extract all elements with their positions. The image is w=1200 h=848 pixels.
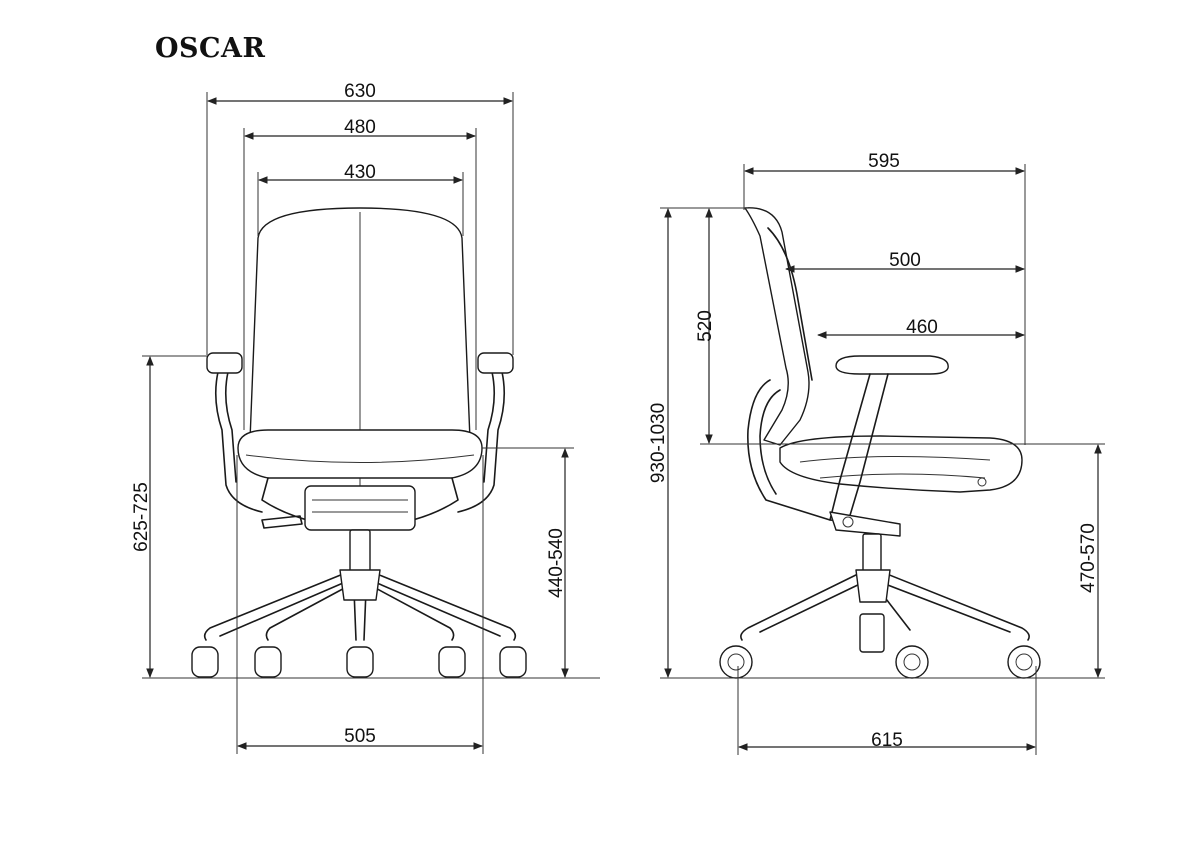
dim-front-overall-width: 630 [344,81,376,102]
dim-side-overall-height: 930-1030 [648,403,669,483]
dim-front-base-width: 505 [344,726,376,747]
dim-side-seat-height: 470-570 [1078,523,1099,593]
front-view-dimensions: 630 480 430 625-725 440-540 505 [131,81,600,754]
front-view-chair [191,207,527,678]
dim-side-overall-depth: 595 [868,151,900,172]
dim-front-seat-height: 440-540 [546,528,567,598]
side-view-dimensions: 595 500 460 520 930-1030 470-570 615 [648,151,1105,755]
dim-side-back-height: 520 [695,310,716,342]
dim-front-back-width: 430 [344,162,376,183]
dim-side-base-depth: 615 [871,730,903,751]
dim-side-seat-depth: 500 [889,250,921,271]
drawing-title: OSCAR [155,33,265,64]
dim-side-arm-depth: 460 [906,317,938,338]
dim-front-arm-height: 625-725 [131,482,152,552]
side-view-chair [719,207,1041,679]
dim-front-seat-width: 480 [344,117,376,138]
